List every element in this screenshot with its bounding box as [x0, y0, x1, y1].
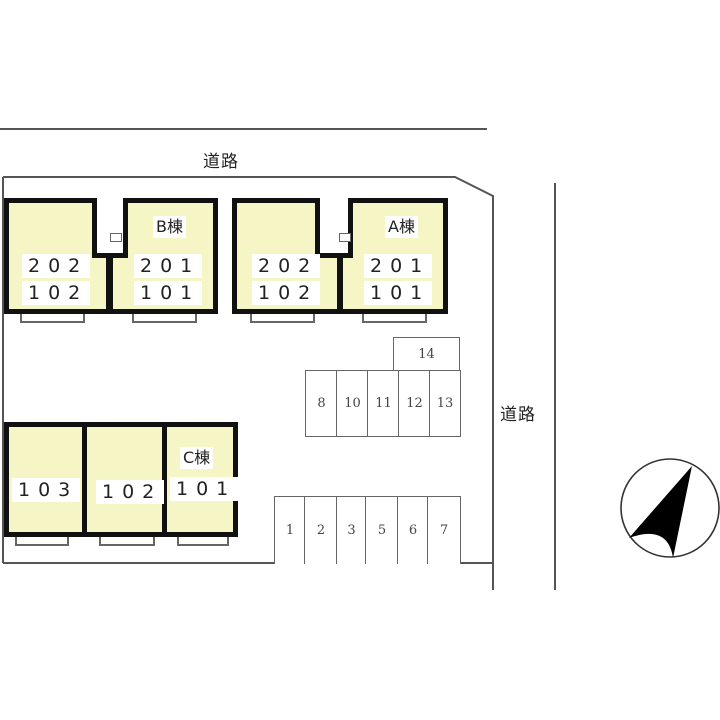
parking-space[interactable]: 5 — [365, 496, 399, 564]
balcony — [177, 537, 229, 546]
parking-space[interactable]: 8 — [305, 370, 338, 437]
parking-space[interactable]: 7 — [427, 496, 461, 564]
stair-b — [110, 233, 122, 242]
parking-space-14[interactable]: 14 — [393, 337, 460, 372]
top-road-edge — [0, 128, 487, 130]
parking-space[interactable]: 12 — [398, 370, 431, 437]
parking-space[interactable]: 10 — [336, 370, 369, 437]
balcony — [20, 314, 85, 323]
top-road-label: 道路 — [203, 152, 239, 172]
unit-number: 103 — [12, 478, 81, 502]
stair-a — [339, 233, 351, 242]
unit-number: 202 — [22, 254, 91, 278]
unit-number: 101 — [364, 281, 433, 305]
parking-space[interactable]: 2 — [304, 496, 338, 564]
parking-space[interactable]: 13 — [429, 370, 461, 437]
unit-number: 102 — [252, 281, 321, 305]
stair-gap-a — [315, 198, 353, 258]
parking-space[interactable]: 6 — [397, 496, 429, 564]
building-b-label: B棟 — [153, 216, 186, 238]
parking-space[interactable]: 11 — [367, 370, 400, 437]
unit-number: 101 — [170, 477, 239, 501]
unit-number: 102 — [96, 480, 165, 504]
balcony — [15, 537, 69, 546]
building-a-label: A棟 — [385, 216, 418, 238]
parking-space[interactable]: 1 — [274, 496, 306, 564]
unit-number: 201 — [134, 254, 203, 278]
balcony — [250, 314, 315, 323]
balcony — [132, 314, 197, 323]
parking-space[interactable]: 3 — [336, 496, 367, 564]
balcony — [362, 314, 427, 323]
unit-number: 102 — [22, 281, 91, 305]
right-road-label: 道路 — [500, 405, 536, 425]
unit-number: 201 — [364, 254, 433, 278]
unit-number: 101 — [134, 281, 203, 305]
unit-number: 202 — [252, 254, 321, 278]
building-c-label: C棟 — [180, 447, 214, 469]
balcony — [99, 537, 155, 546]
stair-gap-b — [92, 198, 128, 258]
